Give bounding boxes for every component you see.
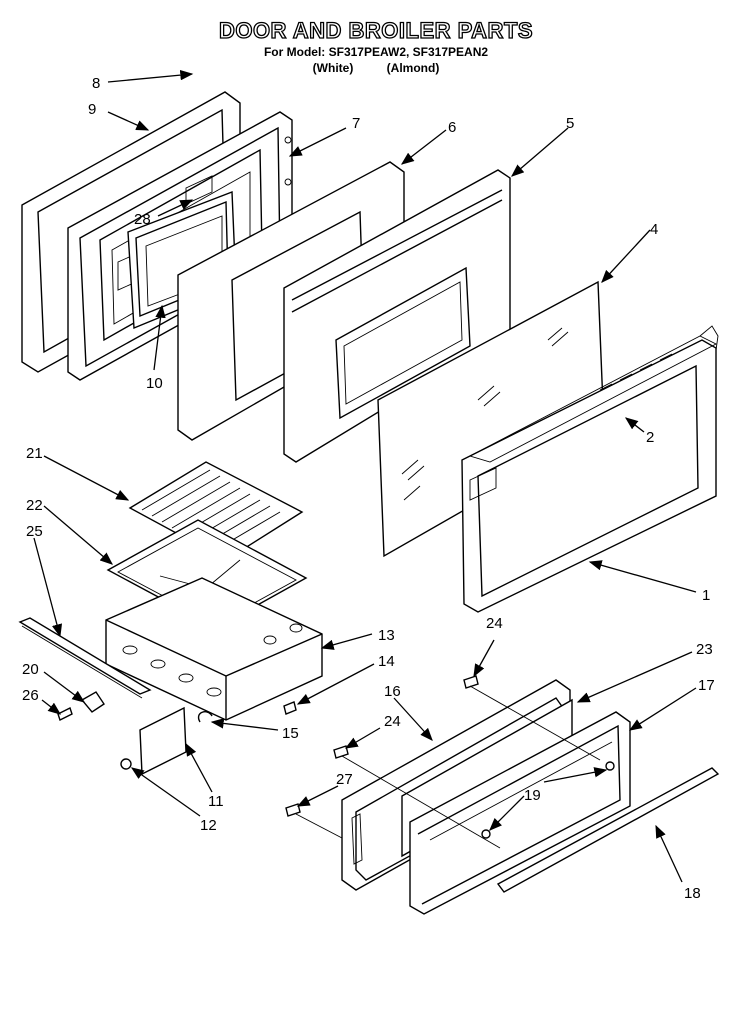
screw-part-24-upper: [463, 675, 479, 689]
outer-door-panel-part-5: [283, 169, 511, 463]
callout-21: 21: [26, 445, 43, 462]
page-title: DOOR AND BROILER PARTS: [218, 17, 534, 43]
bracket-part-20: [80, 691, 105, 713]
callout-26: 26: [22, 687, 39, 704]
ball-part-12: [120, 758, 132, 770]
callout-1: 1: [702, 587, 710, 604]
callout-28: 28: [134, 211, 151, 228]
screw-part-24-lower: [333, 745, 349, 759]
leader-lines: [33, 69, 697, 883]
callout-4: 4: [650, 221, 658, 238]
door-frame-part-1: [461, 325, 719, 613]
callout-2: 2: [646, 429, 654, 446]
callout-27: 27: [336, 771, 353, 788]
callout-16: 16: [384, 683, 401, 700]
callout-13: 13: [378, 627, 395, 644]
variant-white: (White): [312, 61, 354, 75]
callout-20: 20: [22, 661, 39, 678]
model-subtitle: For Model: SF317PEAW2, SF317PEAN2: [263, 45, 489, 59]
callout-6: 6: [448, 119, 456, 136]
callout-17: 17: [698, 677, 715, 694]
callout-22: 22: [26, 497, 43, 514]
callout-15: 15: [282, 725, 299, 742]
callout-24-upper: 24: [486, 615, 503, 632]
callout-labels: 8 9 7 6 5 4 28 10 2 1 21 22 25 13 14 16 …: [22, 75, 715, 902]
callout-24-lower: 24: [384, 713, 401, 730]
color-variants: (White) (Almond): [0, 61, 752, 75]
trim-strip-part-18: [496, 767, 720, 893]
callout-8: 8: [92, 75, 100, 92]
screw-part-14: [283, 701, 297, 715]
callout-11: 11: [208, 793, 224, 810]
callout-5: 5: [566, 115, 574, 132]
callout-19: 19: [524, 787, 541, 804]
bracket-part-11: [139, 706, 187, 776]
callout-18: 18: [684, 885, 701, 902]
fastener-part-19: [481, 761, 615, 839]
screw-part-26: [57, 707, 73, 721]
callout-12: 12: [200, 817, 217, 834]
broiler-drawer-part-13: [105, 577, 323, 721]
outer-front-panel-part-17: [409, 711, 631, 915]
variant-almond: (Almond): [386, 61, 440, 75]
clip-part-15: [197, 711, 213, 723]
callout-14: 14: [378, 653, 395, 670]
callout-10: 10: [146, 375, 163, 392]
callout-7: 7: [352, 115, 360, 132]
callout-9: 9: [88, 101, 96, 118]
callout-25: 25: [26, 523, 43, 540]
screw-part-27: [285, 803, 301, 817]
callout-23: 23: [696, 641, 713, 658]
